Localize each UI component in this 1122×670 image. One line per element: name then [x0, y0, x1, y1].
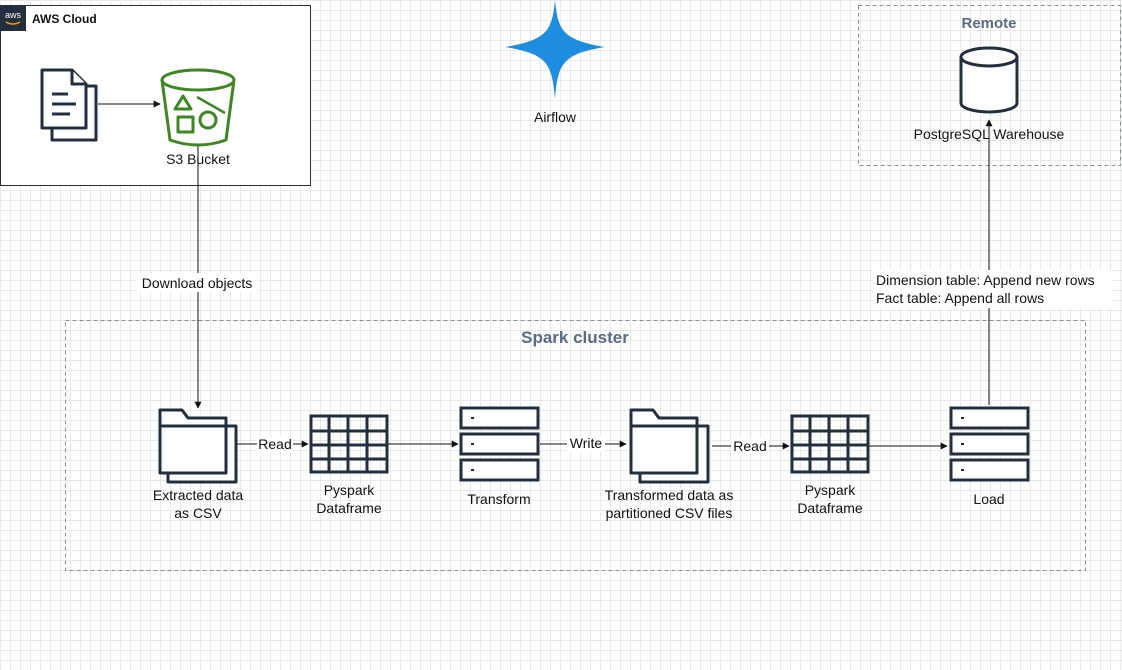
postgres-label: PostgreSQL Warehouse — [914, 126, 1065, 142]
airflow-label: Airflow — [534, 109, 577, 125]
database-cylinder-icon — [959, 46, 1019, 114]
aws-cloud-title: AWS Cloud — [32, 12, 97, 26]
spark-cluster-group: Spark cluster — [65, 320, 1086, 571]
df1-label-line-2: Dataframe — [316, 500, 382, 516]
edges: Download objects Read Write Read Dimensi… — [98, 100, 1113, 454]
transformed-label-line-1: Transformed data as — [605, 487, 734, 503]
folder-icon — [629, 408, 710, 484]
airflow-star-icon — [505, 0, 605, 99]
extracted-label-line-2: as CSV — [174, 505, 222, 521]
edge-label-load-line-1: Dimension table: Append new rows — [876, 272, 1095, 288]
server-stack-icon — [949, 406, 1030, 482]
edge-label-download: Download objects — [142, 275, 253, 291]
df1-label-line-1: Pyspark — [324, 482, 376, 498]
table-icon — [790, 414, 870, 474]
edge-label-read-2: Read — [733, 438, 766, 454]
aws-logo-text: aws — [5, 10, 22, 20]
transformed-label-line-2: partitioned CSV files — [606, 505, 733, 521]
edge-label-read-1: Read — [258, 436, 291, 452]
extracted-label-line-1: Extracted data — [153, 487, 243, 503]
load-label: Load — [973, 491, 1004, 507]
edge-label-load-line-2: Fact table: Append all rows — [876, 290, 1044, 306]
spark-cluster-title: Spark cluster — [521, 328, 629, 347]
s3-bucket-label: S3 Bucket — [166, 151, 230, 167]
remote-title: Remote — [961, 15, 1016, 32]
server-stack-icon — [459, 406, 540, 482]
edge-label-write: Write — [570, 435, 603, 451]
document-icon — [40, 68, 98, 142]
df2-label-line-1: Pyspark — [805, 482, 857, 498]
s3-bucket-icon — [160, 68, 236, 147]
df2-label-line-2: Dataframe — [797, 500, 863, 516]
folder-icon — [158, 408, 238, 484]
aws-logo-icon: aws — [0, 5, 26, 31]
transform-label: Transform — [467, 491, 530, 507]
table-icon — [309, 414, 389, 474]
